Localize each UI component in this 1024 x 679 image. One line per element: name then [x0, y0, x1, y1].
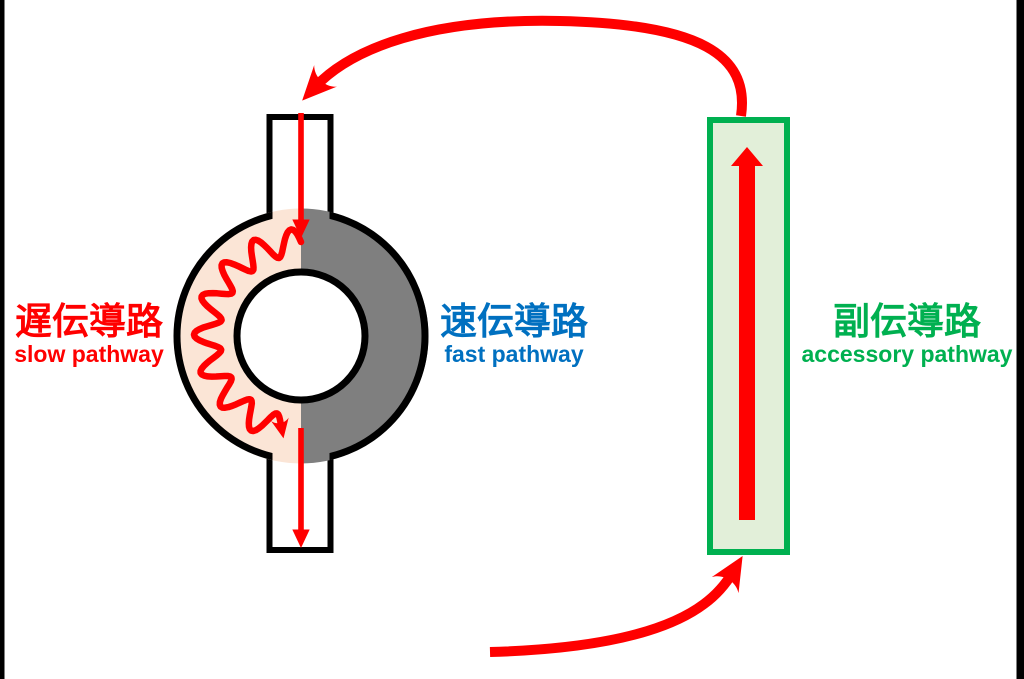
left-edge-bar	[0, 0, 5, 679]
bottom-exit-arrow	[292, 428, 310, 548]
accessory-pathway-label-jp: 副伝導路	[833, 301, 981, 342]
slow-pathway-label-jp: 遅伝導路	[15, 301, 163, 342]
slow-pathway-label: 遅伝導路 slow pathway	[0, 301, 178, 368]
slow-pathway-label-en: slow pathway	[14, 341, 164, 368]
fast-pathway-label-en: fast pathway	[444, 341, 584, 368]
accessory-pathway-label: 副伝導路 accessory pathway	[792, 301, 1022, 368]
accessory-pathway-label-en: accessory pathway	[801, 341, 1013, 368]
right-edge-bar	[1016, 0, 1024, 679]
reentry-top-swoosh-arrow	[302, 15, 747, 117]
fast-pathway-label-jp: 速伝導路	[440, 301, 588, 342]
ring-inner-outline	[233, 268, 369, 404]
top-entry-arrow	[292, 113, 310, 238]
accessory-up-arrow	[731, 147, 763, 520]
reentry-bottom-swoosh-arrow	[489, 555, 743, 657]
slow-pathway-wavy-arrow	[190, 226, 305, 439]
fast-pathway-label: 速伝導路 fast pathway	[424, 301, 604, 368]
